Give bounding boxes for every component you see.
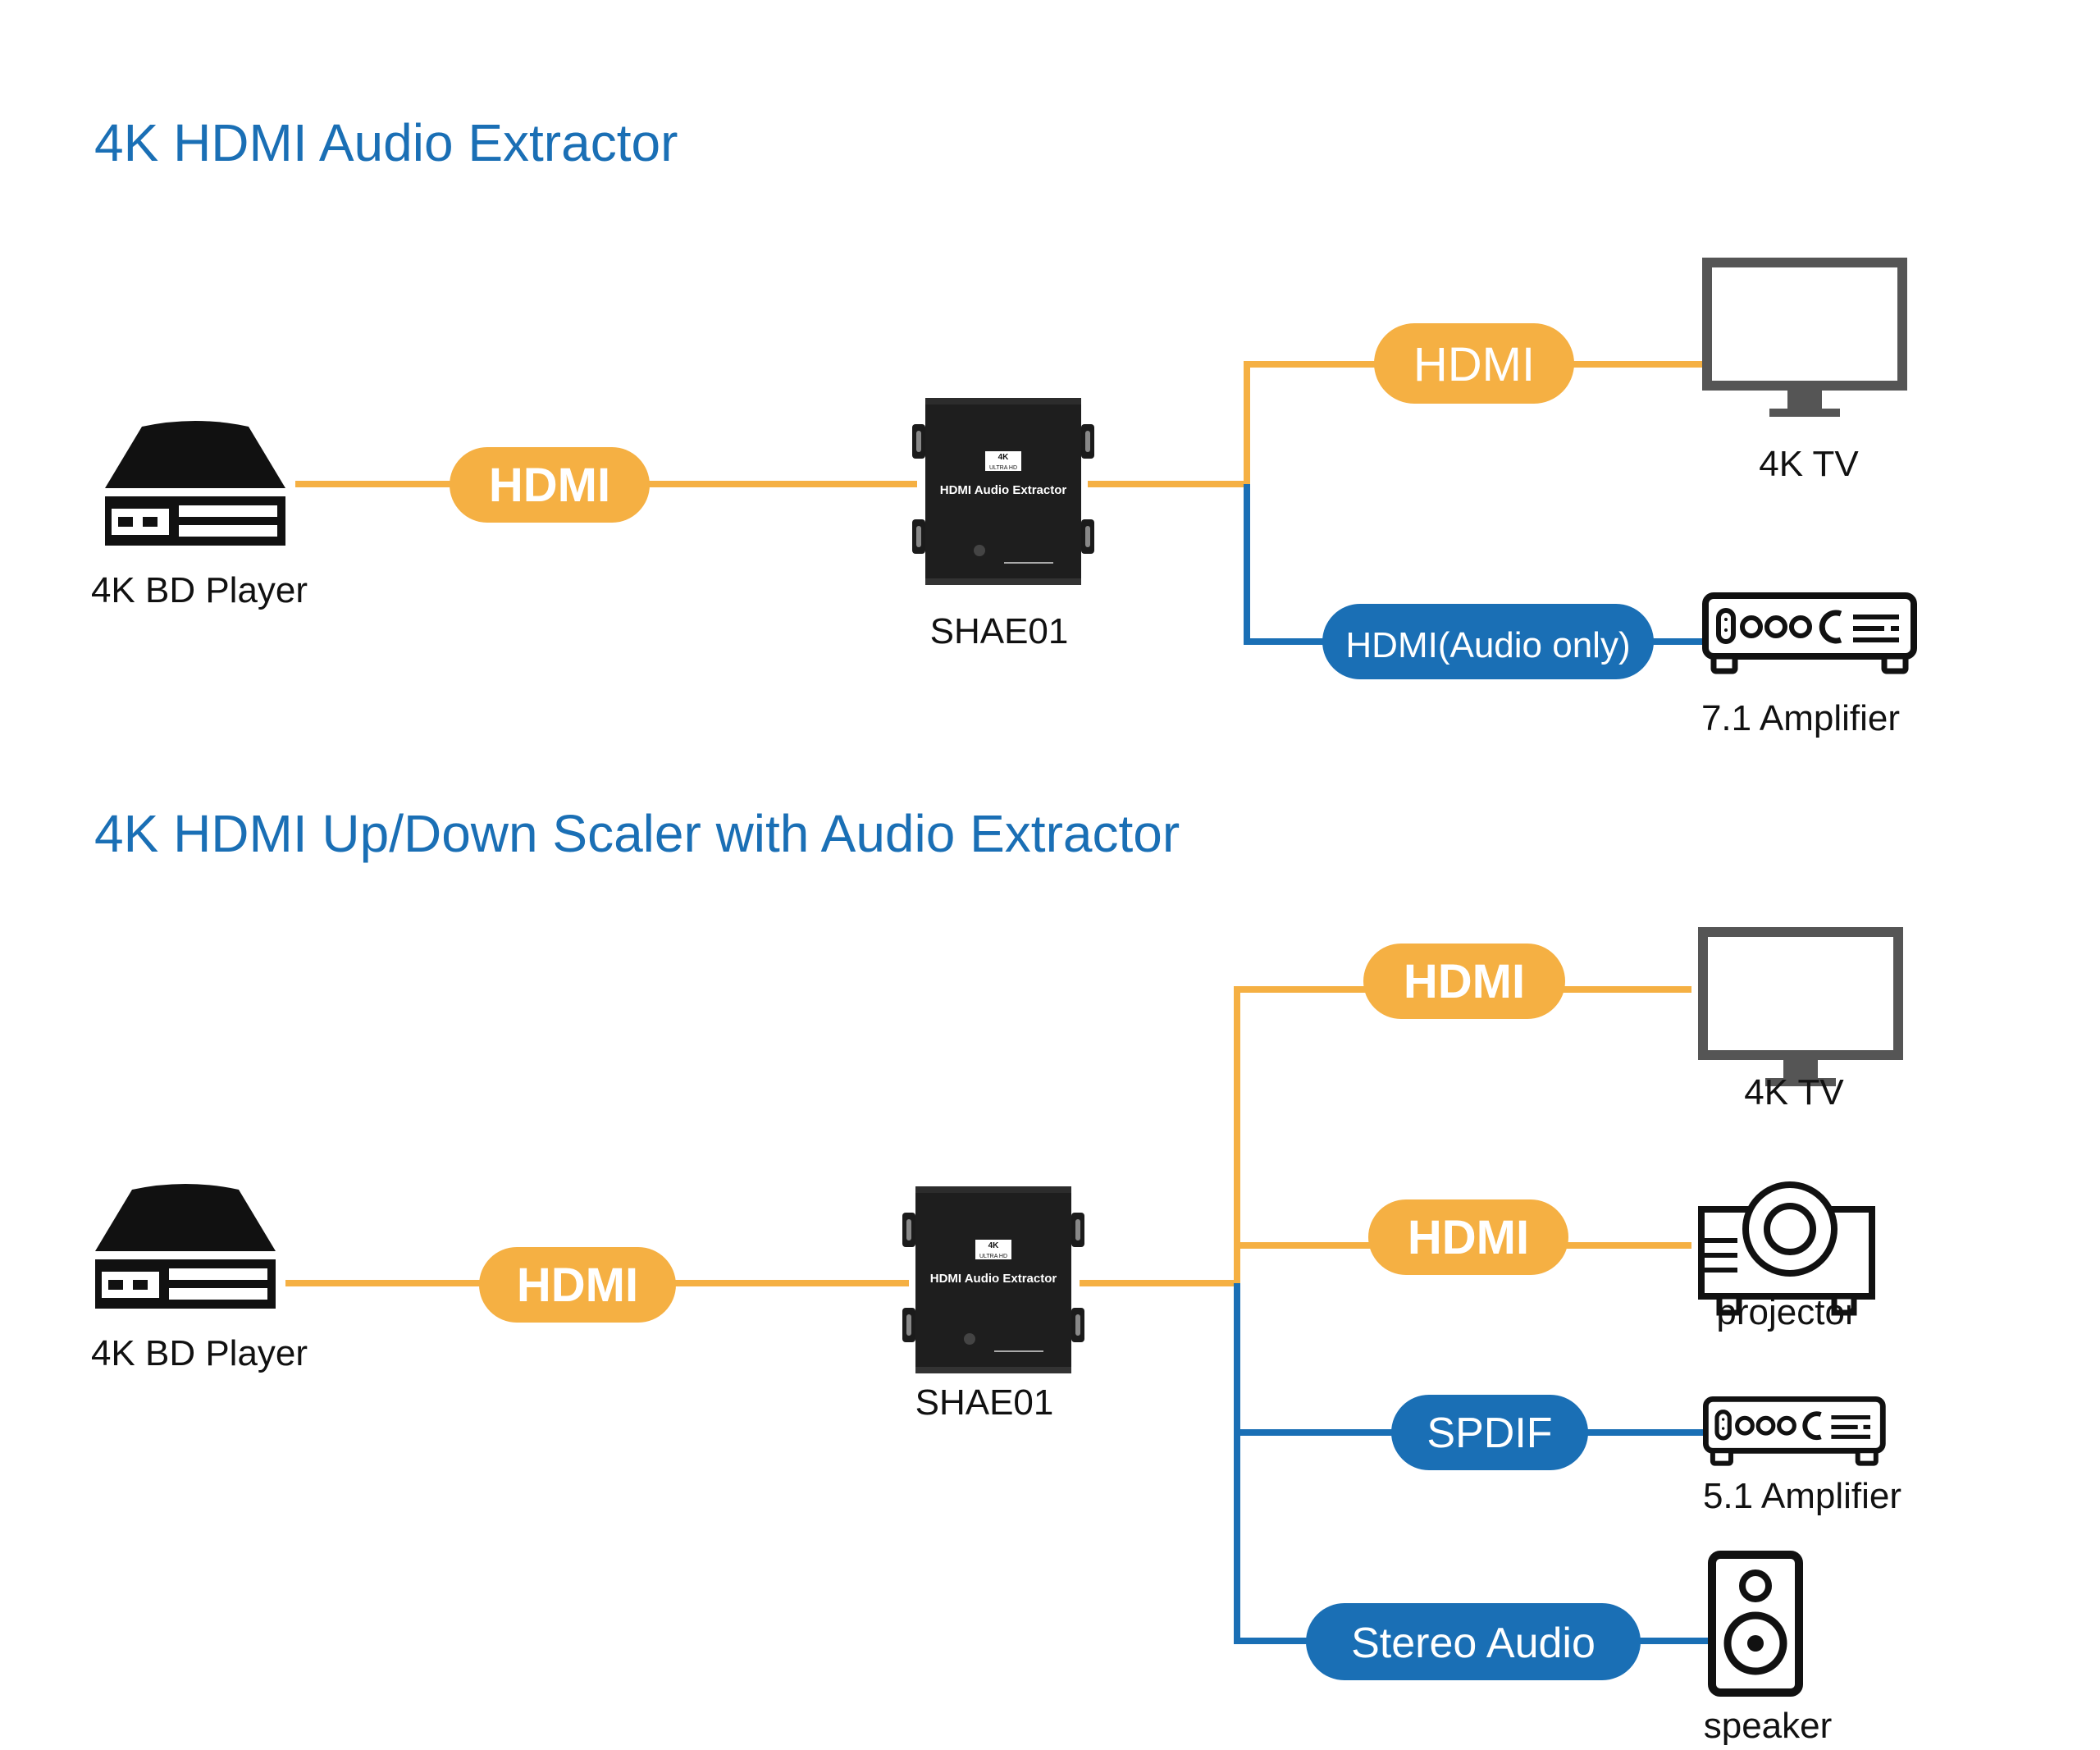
device-badge: [985, 451, 1021, 471]
source-label: 4K BD Player: [91, 570, 308, 610]
shae01-device: 4K ULTRA HD HDMI Audio Extractor: [912, 398, 1094, 585]
output-2-cable-pill: [1368, 1199, 1568, 1275]
input-cable-pill: [450, 447, 650, 523]
device-badge-bottom: ULTRA HD: [979, 1254, 1007, 1259]
output-3-cable-pill: [1391, 1395, 1588, 1470]
bd-player-icon: [105, 421, 285, 546]
output-1-cable-label: HDMI: [1404, 955, 1525, 1008]
section-2: 4K HDMI Up/Down Scaler with Audio Extrac…: [91, 804, 1901, 1746]
tv-icon: [1707, 263, 1902, 417]
output-1-cable-pill: [1363, 944, 1565, 1019]
section-1: 4K HDMI Audio Extractor 4K BD Player HDM…: [91, 113, 1914, 738]
input-cable-label: HDMI: [489, 459, 610, 512]
output-2-cable-label: HDMI: [1408, 1211, 1529, 1264]
output-1-target-label: 4K TV: [1744, 1072, 1844, 1113]
output-1-target-label: 4K TV: [1759, 444, 1859, 484]
bd-player-icon: [95, 1184, 276, 1309]
output-1-cable-label: HDMI: [1413, 338, 1535, 391]
device-badge-top: 4K: [998, 453, 1010, 462]
output-2-target-label: 7.1 Amplifier: [1701, 698, 1900, 738]
output-2-cable-label: HDMI(Audio only): [1345, 625, 1630, 665]
device-label: SHAE01: [930, 611, 1069, 651]
output-2-target-label: projector: [1716, 1292, 1856, 1332]
amplifier-icon: [1705, 596, 1914, 671]
output-3-target-label: 5.1 Amplifier: [1703, 1476, 1901, 1516]
device-face-name: HDMI Audio Extractor: [930, 1272, 1057, 1286]
output-4-cable-pill: [1306, 1603, 1641, 1680]
section-2-title: 4K HDMI Up/Down Scaler with Audio Extrac…: [94, 804, 1180, 863]
output-4-cable-label: Stereo Audio: [1351, 1620, 1596, 1667]
device-label: SHAE01: [915, 1382, 1054, 1423]
shae01-device: 4K ULTRA HD HDMI Audio Extractor: [902, 1186, 1084, 1373]
output-3-cable-label: SPDIF: [1427, 1410, 1552, 1457]
section-1-title: 4K HDMI Audio Extractor: [94, 113, 678, 172]
tv-icon: [1703, 932, 1898, 1086]
input-cable-label: HDMI: [517, 1259, 638, 1312]
amplifier-icon: [1705, 1399, 1883, 1463]
output-2-cable-pill: [1322, 604, 1654, 679]
device-badge-top: 4K: [988, 1241, 1000, 1250]
source-label: 4K BD Player: [91, 1333, 308, 1373]
output-1-cable-pill: [1374, 323, 1574, 404]
input-cable-pill: [479, 1247, 676, 1323]
device-badge-bottom: ULTRA HD: [989, 465, 1017, 471]
speaker-icon: [1712, 1555, 1799, 1693]
device-badge: [975, 1240, 1011, 1259]
device-face-name: HDMI Audio Extractor: [940, 483, 1067, 497]
output-4-target-label: speaker: [1704, 1706, 1833, 1746]
